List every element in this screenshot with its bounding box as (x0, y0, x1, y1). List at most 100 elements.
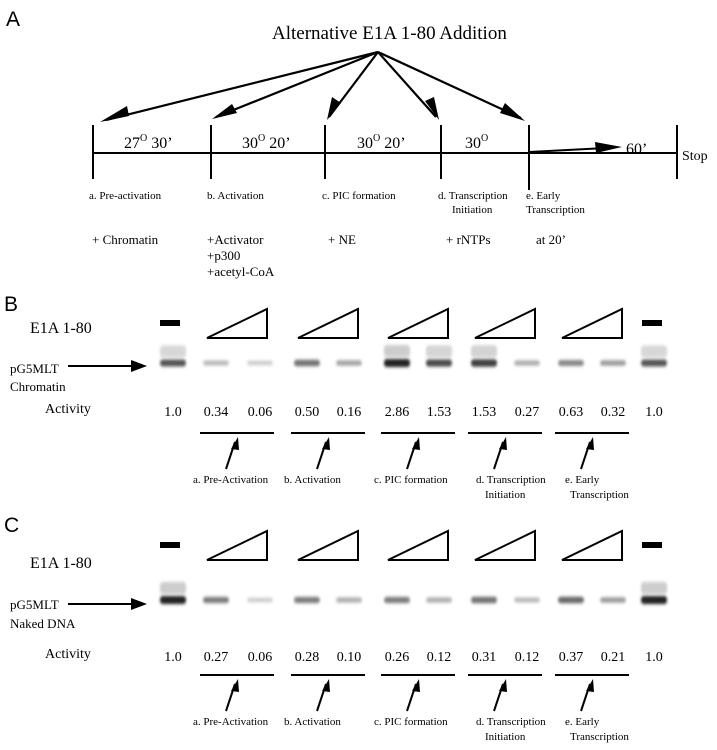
activity-value: 0.10 (337, 650, 362, 665)
pointer-arrowhead (231, 437, 239, 450)
activity-value: 0.50 (295, 405, 320, 420)
arrowhead-e (500, 103, 525, 121)
gel-band (160, 359, 186, 367)
activity-value: 0.34 (204, 405, 229, 420)
panel-c-template-label: pG5MLT (10, 597, 59, 612)
stage-label: b. Activation (284, 474, 341, 486)
panel-c: C E1A 1-80 pG5MLT Naked DNA Activity 1.0… (4, 514, 667, 743)
pointer-arrowhead (412, 679, 420, 692)
panel-a-letter: A (6, 8, 20, 31)
stage-label: b. Activation (284, 716, 341, 728)
stage-label-c: c. PIC formation (322, 190, 396, 202)
titration-wedge (297, 529, 359, 561)
stage-labels: a. Pre-activation b. Activation c. PIC f… (89, 190, 585, 216)
gel-smear (471, 345, 497, 358)
segment-label-1: 27O 30’ (124, 133, 173, 152)
control-dash (160, 542, 180, 548)
gel-band (600, 597, 626, 603)
titration-wedge (474, 307, 536, 339)
arrow-line-b (215, 50, 379, 119)
arrow-line-a (105, 50, 379, 122)
panel-b-reagent-label: E1A 1-80 (30, 320, 92, 337)
titration-wedge (561, 307, 623, 339)
gel-band (203, 596, 229, 604)
stage-label: a. Pre-Activation (193, 474, 269, 486)
gel-band (384, 596, 410, 604)
panel-b: B E1A 1-80 pG5MLT Chromatin Activity 1.0… (4, 293, 667, 501)
additions: + Chromatin +Activator+p300+acetyl-CoA +… (92, 232, 566, 279)
gel-band (294, 359, 320, 367)
activity-value: 0.27 (515, 405, 540, 420)
addition-a: + Chromatin (92, 232, 159, 247)
addition-d: + rNTPs (446, 232, 491, 247)
stage-label: e. Early (565, 474, 600, 486)
activity-value: 0.06 (248, 650, 273, 665)
panel-c-template-arrowhead (131, 598, 147, 610)
stage-label: c. PIC formation (374, 716, 448, 728)
activity-value: 0.16 (337, 405, 362, 420)
titration-wedge (206, 529, 268, 561)
gel-smear (384, 345, 410, 357)
panel-b-template-sublabel: Chromatin (10, 379, 66, 394)
segment-label-3: 30O 20’ (357, 133, 406, 152)
stage-label: Initiation (485, 731, 526, 743)
addition-e: at 20’ (536, 232, 566, 247)
activity-value: 1.53 (427, 405, 452, 420)
panel-b-activity-label: Activity (45, 402, 91, 417)
stage-label-a: a. Pre-activation (89, 190, 162, 202)
panel-a: A Alternative E1A 1-80 Addition (6, 8, 708, 279)
stage-label: e. Early (565, 716, 600, 728)
activity-value: 1.53 (472, 405, 497, 420)
pointer-arrowhead (322, 679, 330, 692)
activity-value: 1.0 (164, 405, 182, 420)
gel-band (336, 360, 362, 366)
stage-label: d. Transcription (476, 716, 546, 728)
titration-wedge (387, 529, 449, 561)
transcription-arrowhead (595, 142, 622, 153)
addition-b: +Activator+p300+acetyl-CoA (207, 232, 275, 279)
activity-value: 0.12 (427, 650, 452, 665)
gel-band (336, 597, 362, 603)
timeline (92, 125, 678, 190)
control-dash (642, 542, 662, 548)
gel-smear (641, 582, 667, 594)
titration-wedge (474, 529, 536, 561)
activity-value: 0.27 (204, 650, 229, 665)
panel-a-title: Alternative E1A 1-80 Addition (272, 23, 507, 44)
gel-band (514, 597, 540, 603)
activity-value: 0.28 (295, 650, 320, 665)
addition-arrows (105, 50, 522, 122)
arrowhead-b (212, 104, 237, 119)
pointer-arrowhead (499, 437, 507, 450)
gel-band (160, 596, 186, 604)
control-dash (160, 320, 180, 326)
gel-smear (160, 345, 186, 358)
stage-label: d. Transcription (476, 474, 546, 486)
activity-value: 2.86 (385, 405, 410, 420)
pointer-arrowhead (412, 437, 420, 450)
gel-band (247, 360, 273, 366)
gel-band (641, 359, 667, 367)
gel-band (558, 360, 584, 366)
activity-value: 1.0 (164, 650, 182, 665)
gel-smear (160, 582, 186, 594)
arrowheads (100, 97, 525, 122)
activity-value: 0.32 (601, 405, 626, 420)
activity-value: 0.63 (559, 405, 584, 420)
addition-c: + NE (328, 232, 356, 247)
gel-band (247, 597, 273, 603)
gel-band (514, 360, 540, 366)
panel-b-letter: B (4, 293, 18, 316)
gel-band (426, 597, 452, 603)
gel-band (471, 359, 497, 367)
activity-value: 1.0 (645, 405, 663, 420)
titration-wedge (561, 529, 623, 561)
stage-label: Transcription (570, 731, 629, 743)
stage-label-b: b. Activation (207, 190, 264, 202)
pointer-arrowhead (586, 679, 594, 692)
arrow-line-e (377, 51, 522, 119)
panel-b-template-label: pG5MLT (10, 361, 59, 376)
